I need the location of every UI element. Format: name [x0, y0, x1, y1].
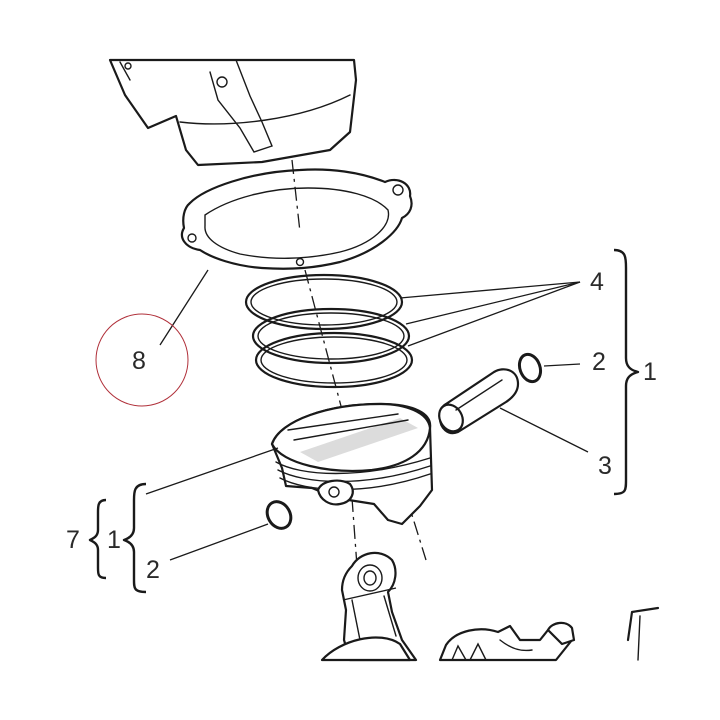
leader-lines: [145, 269, 589, 601]
crankshaft: [320, 621, 576, 662]
callout-gasket: 8: [132, 347, 146, 375]
callout-group-left: 7: [66, 526, 80, 554]
callout-kit-left: 1: [107, 526, 121, 554]
gudgeon-pin: [438, 368, 520, 435]
callout-pin: 3: [598, 452, 612, 480]
cylinder-base-gasket: [180, 168, 413, 270]
piston-rings: [244, 273, 414, 389]
crankcase-fragment: [626, 606, 660, 661]
circlip-right: [517, 352, 543, 384]
callout-circlip-right: 2: [592, 348, 606, 376]
callout-rings: 4: [590, 268, 604, 296]
circlip-left: [265, 500, 293, 530]
piston: [270, 402, 434, 526]
highlight-circle: [95, 313, 189, 407]
connecting-rod: [340, 551, 418, 662]
brackets: [88, 248, 640, 594]
cylinder: [108, 58, 358, 167]
callout-circlip-left: 2: [146, 556, 160, 584]
callout-kit-right: 1: [643, 358, 657, 386]
